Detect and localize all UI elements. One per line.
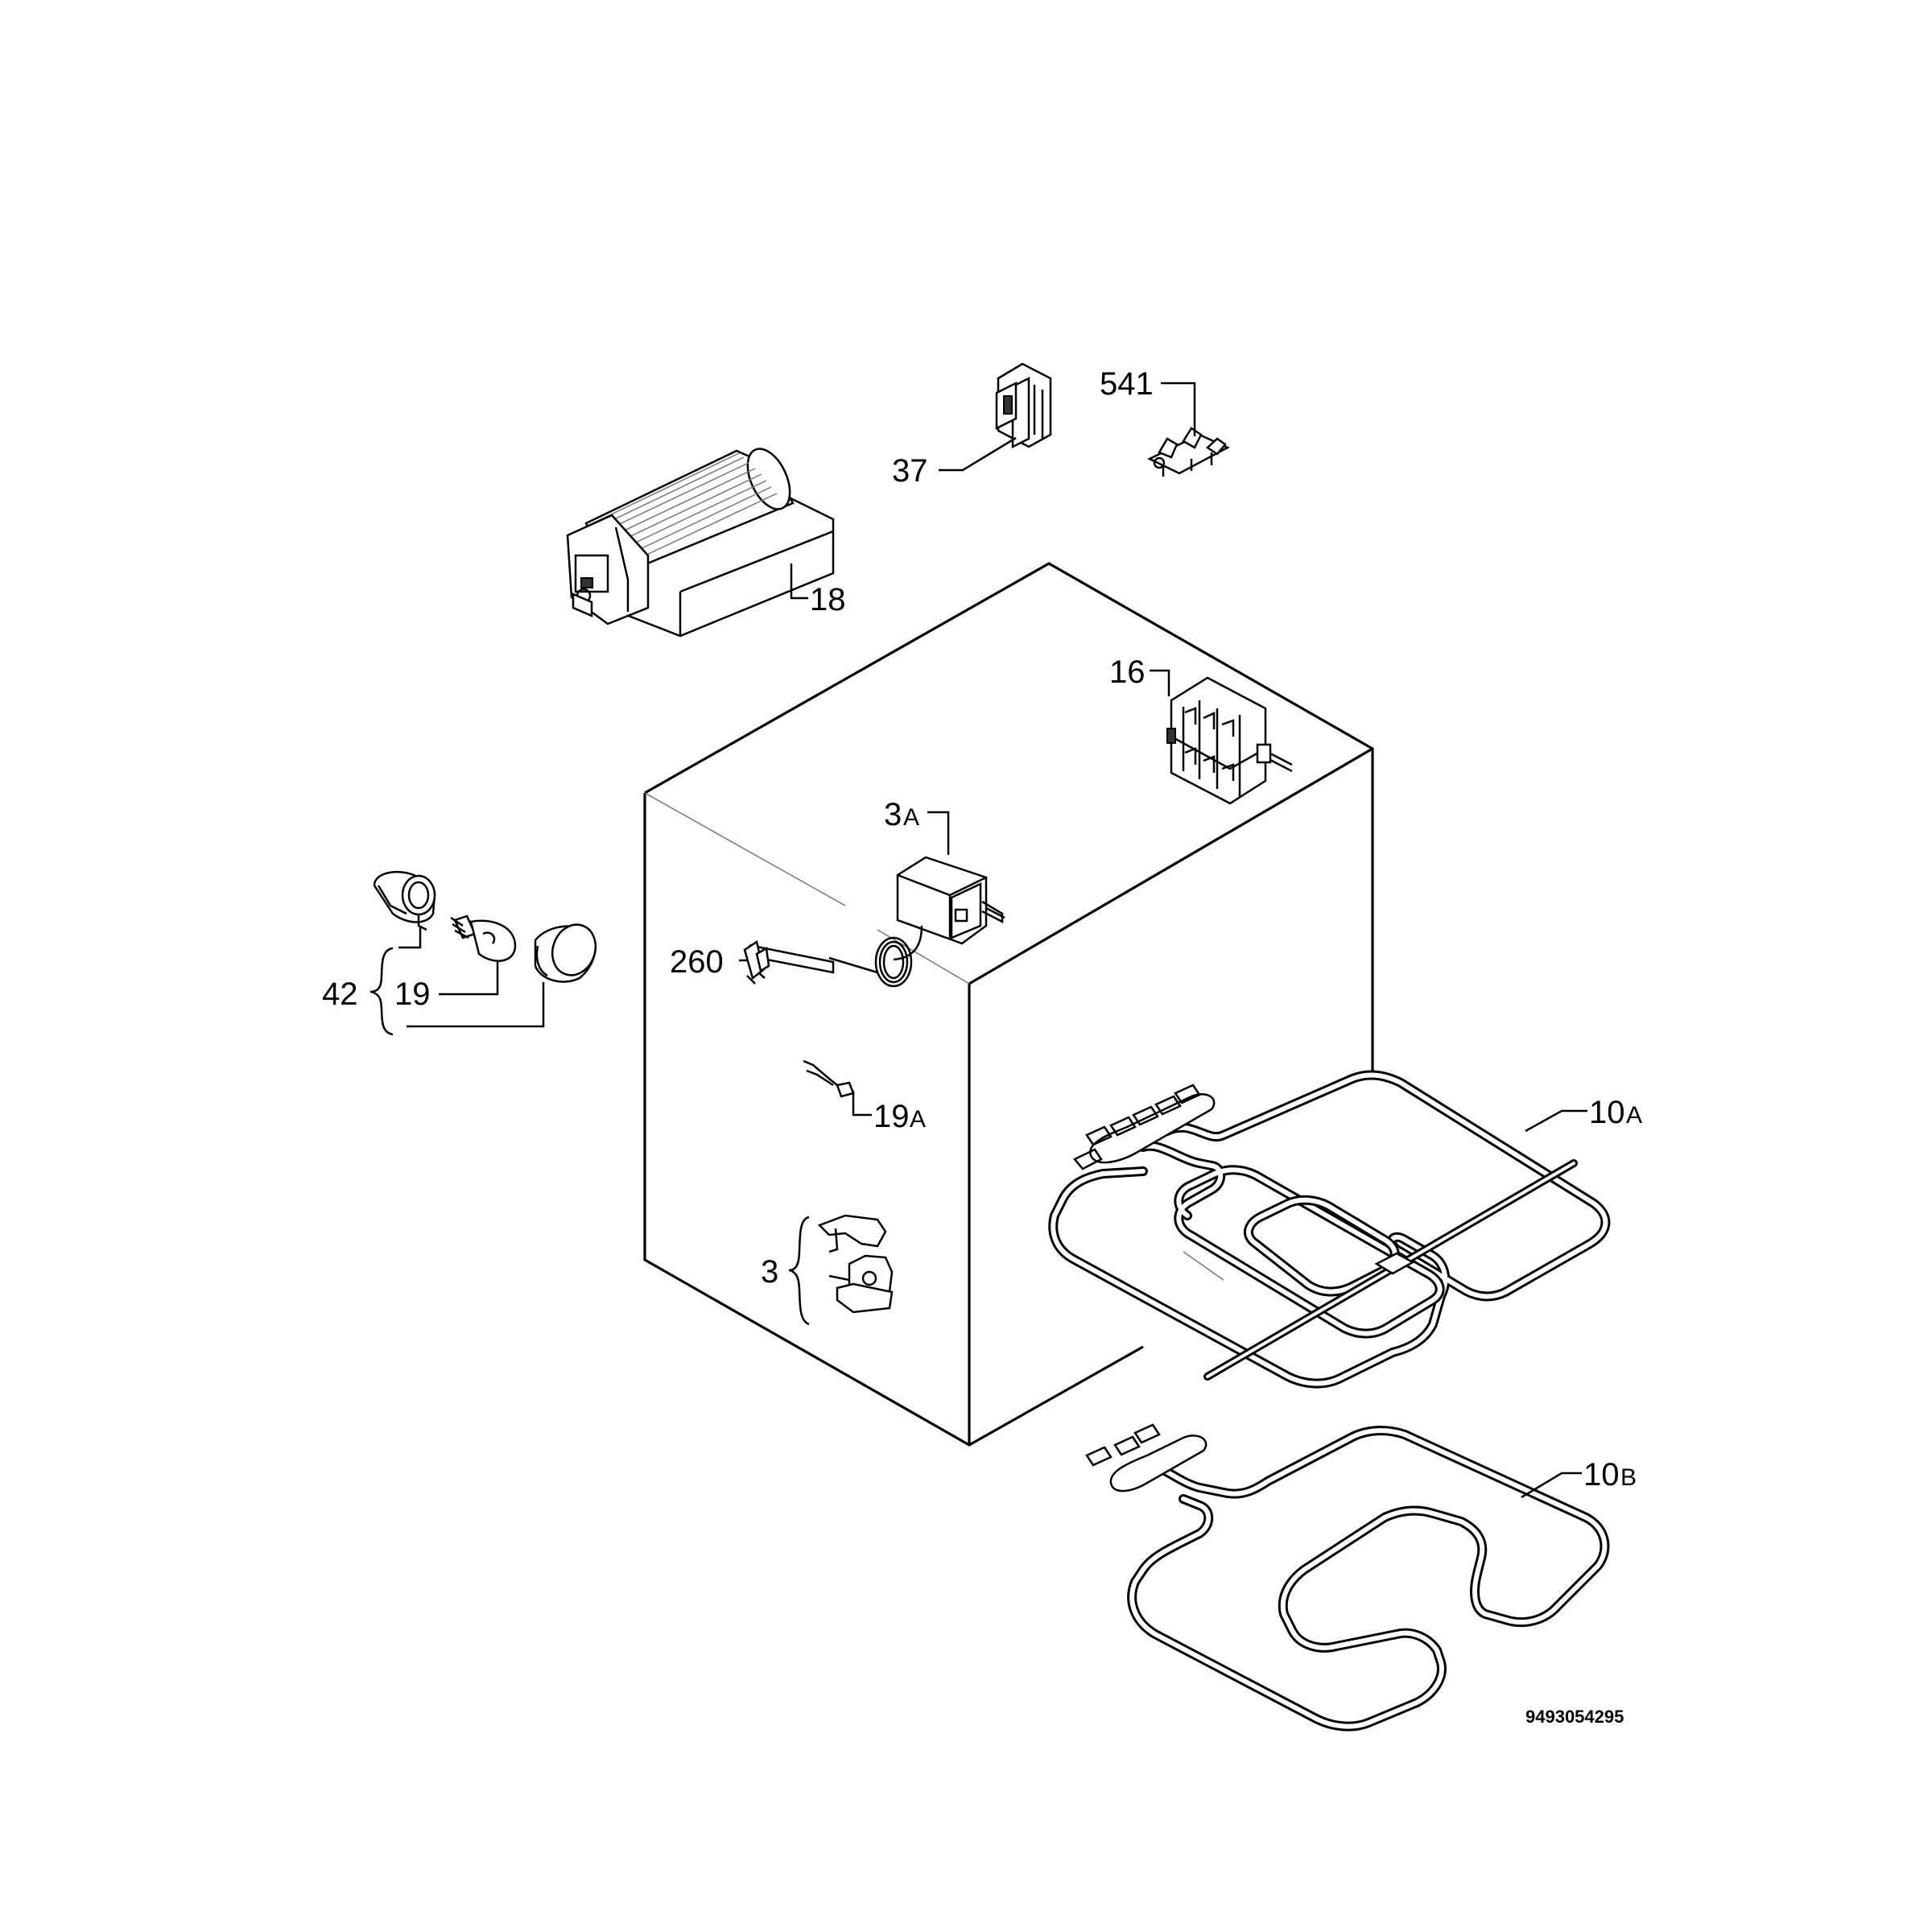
label-10a-number: 10: [1589, 1095, 1625, 1130]
brace-3: [788, 1216, 810, 1326]
leader-lamp-cover: [407, 982, 545, 1028]
part-18-tangential-fan[interactable]: [566, 442, 835, 638]
part-lamp-cover[interactable]: [534, 919, 602, 983]
part-541-terminal-block[interactable]: [1147, 427, 1230, 477]
label-541: 541: [1100, 366, 1154, 402]
leader-lamp-holder: [398, 927, 422, 949]
label-19a-number: 19: [873, 1099, 910, 1134]
leader-37: [939, 436, 1017, 472]
part-37-switch[interactable]: [995, 362, 1052, 449]
brace-42: [369, 947, 394, 1036]
leader-19a: [852, 1091, 872, 1117]
leader-3a: [927, 811, 950, 855]
oven-cavity-box: [643, 562, 1374, 1447]
part-10a-grill-element[interactable]: [1048, 1070, 1611, 1389]
leader-10b: [1521, 1472, 1582, 1499]
label-260: 260: [670, 944, 724, 980]
label-3: 3: [761, 1254, 778, 1290]
label-19: 19: [394, 976, 431, 1012]
part-19a-lamp-connector[interactable]: [803, 1059, 855, 1098]
part-10b-bottom-element[interactable]: [1085, 1423, 1610, 1732]
label-19a-suffix: A: [910, 1106, 926, 1133]
label-3a-suffix: A: [903, 804, 919, 831]
label-10b-number: 10: [1583, 1457, 1620, 1492]
label-42: 42: [322, 976, 358, 1012]
part-lamp-holder[interactable]: [373, 871, 436, 931]
leader-19: [439, 962, 499, 996]
leader-16: [1150, 669, 1170, 696]
part-3a-thermostat[interactable]: [746, 856, 1005, 988]
leader-10a: [1525, 1109, 1587, 1133]
part-260-clip[interactable]: [743, 939, 770, 985]
label-10b-suffix: B: [1620, 1464, 1637, 1491]
label-37: 37: [892, 453, 928, 489]
label-3a-number: 3: [884, 797, 902, 832]
leader-18: [790, 564, 808, 600]
label-10a-suffix: A: [1626, 1102, 1642, 1129]
part-3-safety-thermostat[interactable]: [817, 1214, 894, 1314]
part-19-lamp-bulb[interactable]: [450, 914, 517, 962]
diagram-reference-number: 9493054295: [1525, 1707, 1624, 1727]
label-18: 18: [810, 582, 846, 617]
label-16: 16: [1109, 654, 1146, 690]
part-16-selector-switch[interactable]: [1166, 676, 1293, 805]
leader-541: [1161, 382, 1196, 436]
